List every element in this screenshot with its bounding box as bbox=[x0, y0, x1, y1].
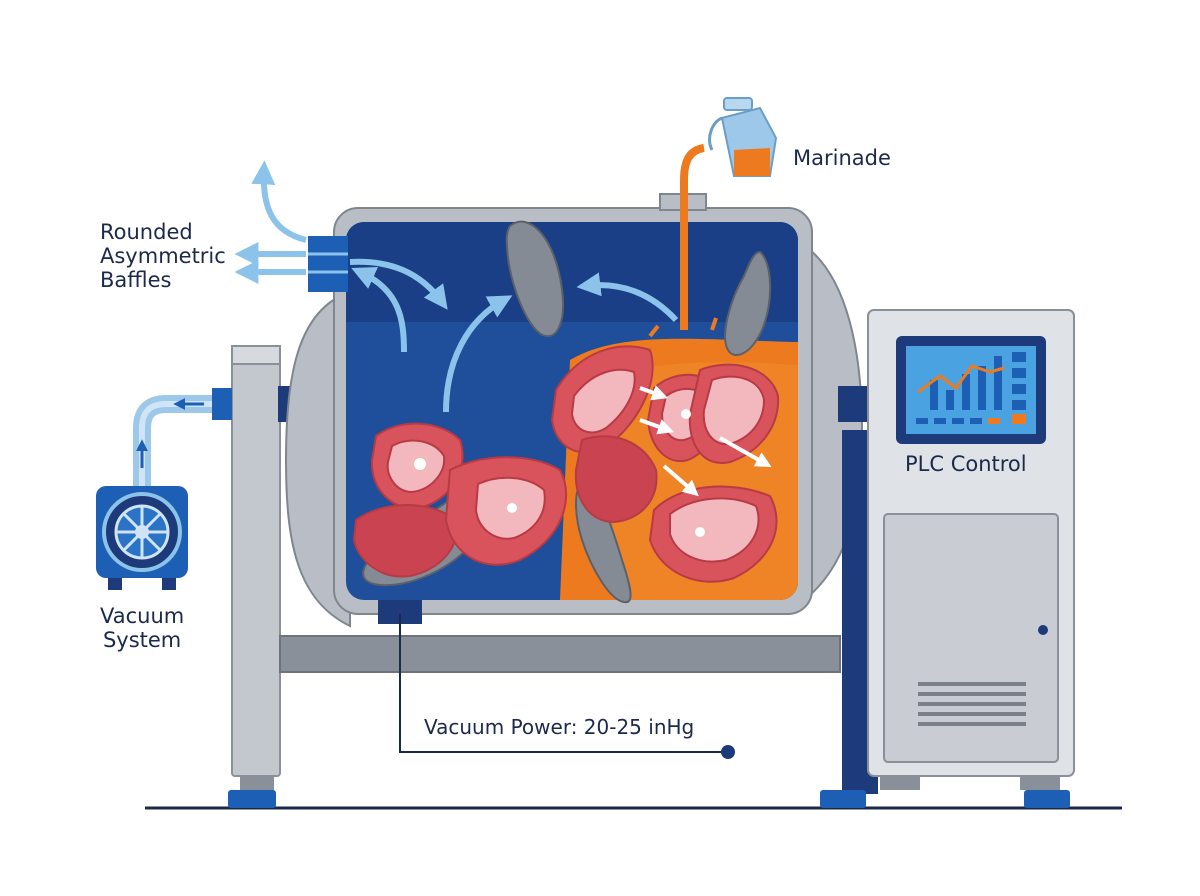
air-flow-arrows bbox=[234, 160, 307, 284]
marinade-stream bbox=[680, 144, 705, 330]
meat-pieces bbox=[352, 345, 780, 583]
baffles-label-line-3: Baffles bbox=[100, 268, 172, 292]
vacuum-pump-icon bbox=[96, 486, 188, 590]
vacuum-system-label-line-1: Vacuum bbox=[100, 604, 185, 628]
vacuum-pipe bbox=[133, 388, 232, 488]
baffles-label-line-2: Asymmetric bbox=[100, 244, 226, 268]
pitcher-icon bbox=[708, 97, 778, 177]
vacuum-power-dot bbox=[721, 745, 735, 759]
vacuum-power-label: Vacuum Power: 20-25 inHg bbox=[424, 715, 695, 739]
plc-control-label: PLC Control bbox=[905, 452, 1027, 476]
monitor-chart-icon bbox=[896, 336, 1046, 444]
marinade-label: Marinade bbox=[793, 146, 891, 170]
circulation-arrows bbox=[349, 258, 679, 413]
base-beam bbox=[279, 635, 841, 673]
vacuum-system-label-line-2: System bbox=[102, 628, 182, 652]
marinade-drip bbox=[648, 317, 718, 338]
vacuum-power-leader bbox=[399, 614, 728, 753]
baffles-label: Rounded Asymmetric Baffles bbox=[100, 220, 226, 292]
cabinet-door-handle bbox=[1038, 625, 1048, 635]
marinade-penetration-arrows bbox=[639, 385, 772, 497]
baffles-label-line-1: Rounded bbox=[100, 220, 193, 244]
vacuum-system-label: Vacuum System bbox=[100, 604, 184, 652]
vent-icon bbox=[918, 682, 1026, 726]
